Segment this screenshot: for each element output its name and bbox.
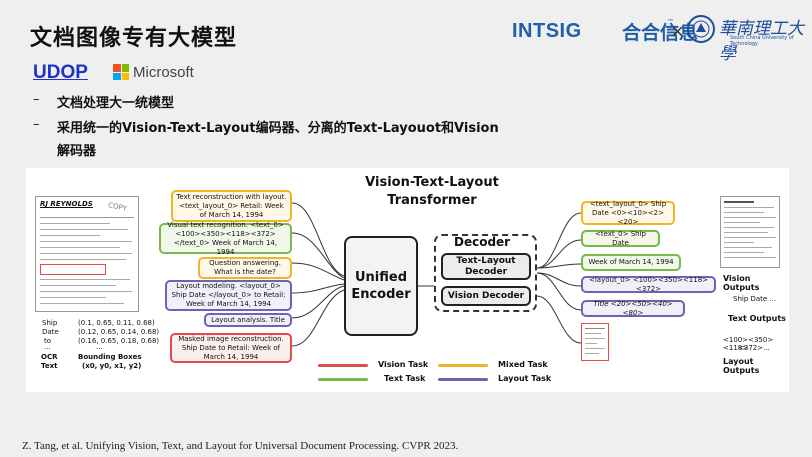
ocr-word: Ship bbox=[42, 319, 58, 327]
slide-title: 文档图像专有大模型 bbox=[30, 26, 238, 51]
output-layout-tokens: <layout_0> <100><350><118><372> bbox=[581, 276, 716, 293]
legend-vision-task: Vision Task bbox=[378, 360, 429, 369]
doc-header: RJ REYNOLDS bbox=[40, 200, 93, 208]
ocr-ellipsis: ... bbox=[96, 343, 103, 351]
decoder-group bbox=[434, 234, 537, 312]
ship-date-output: Ship Date ... bbox=[733, 295, 777, 303]
legend-layout-task: Layout Task bbox=[498, 374, 552, 383]
input-task-layout-analysis: Layout analysis. Title bbox=[204, 313, 292, 327]
vision-output-document bbox=[720, 196, 780, 268]
intsig-logo-cn: 合合信息 bbox=[622, 22, 699, 44]
layout-output-tokens: <100><350><118> bbox=[723, 336, 774, 352]
legend-text-task: Text Task bbox=[384, 374, 426, 383]
ocr-box: (0.12, 0.65, 0.14, 0.68) bbox=[78, 328, 160, 336]
layout-outputs-label: Layout Outputs bbox=[723, 357, 760, 375]
model-name-udop[interactable]: UDOP bbox=[33, 62, 88, 83]
input-task-masked-image-reconstruction: Masked image reconstruction. Ship Date t… bbox=[170, 333, 292, 363]
legend-swatch-text bbox=[318, 378, 368, 381]
citation: Z. Tang, et al. Unifying Vision, Text, a… bbox=[22, 440, 459, 452]
input-document-image: RJ REYNOLDS COPY bbox=[35, 196, 139, 312]
ocr-word: to bbox=[44, 337, 52, 345]
ocr-word: Date bbox=[42, 328, 59, 336]
input-task-layout-modeling: Layout modeling. <layout_0> Ship Date </… bbox=[165, 280, 292, 311]
scut-name-cn: 華南理工大學 bbox=[719, 19, 804, 64]
connector-lines bbox=[291, 202, 582, 347]
ocr-text-label-2: Text bbox=[41, 362, 58, 370]
bullet-dash: – bbox=[33, 117, 40, 132]
ocr-text-label: OCR bbox=[41, 353, 58, 361]
decoder-title: Decoder bbox=[454, 235, 511, 249]
microsoft-logo-icon bbox=[113, 64, 129, 80]
output-reconstructed-image bbox=[581, 323, 609, 361]
bullet-2: 采用统一的Vision-Text-Layout编码器、分离的Text-Layou… bbox=[57, 121, 499, 136]
output-text-week: Week of March 14, 1994 bbox=[581, 254, 681, 271]
legend-mixed-task: Mixed Task bbox=[498, 360, 548, 369]
legend-swatch-layout bbox=[438, 378, 488, 381]
highlight-box bbox=[40, 264, 106, 275]
vision-outputs-label: Vision Outputs bbox=[723, 274, 760, 292]
bbox-label: Bounding Boxes bbox=[78, 353, 142, 361]
microsoft-label: Microsoft bbox=[133, 64, 194, 81]
bullet-2-cont: 解码器 bbox=[57, 144, 97, 159]
layout-output-tokens-2: <372>... bbox=[738, 344, 770, 352]
collab-times-sign: × bbox=[670, 21, 686, 42]
ocr-ellipsis: ... bbox=[44, 343, 51, 351]
bullet-1: 文档处理大一统模型 bbox=[57, 96, 175, 111]
text-outputs-label: Text Outputs bbox=[728, 314, 786, 323]
intsig-logo-text: INTSIG bbox=[512, 20, 582, 42]
doc-copy-stamp: COPY bbox=[107, 201, 128, 213]
udop-architecture-figure: RJ REYNOLDS COPY Ship (0.1, 0.65, 0.11, … bbox=[26, 168, 789, 392]
scut-seal-icon bbox=[687, 15, 715, 43]
output-text-ship-date: <text_0> Ship Date bbox=[581, 230, 660, 247]
legend-swatch-mixed bbox=[438, 364, 488, 367]
ocr-box: (0.1, 0.65, 0.11, 0.68) bbox=[78, 319, 155, 327]
trademark-mark: ™ bbox=[667, 18, 674, 26]
output-title-layout: Title <20><50><40><80> bbox=[581, 300, 685, 317]
legend-swatch-vision bbox=[318, 364, 368, 367]
output-text-layout: <text_layout_0> Ship Date <0><10><2><20> bbox=[581, 200, 675, 226]
bullet-dash: – bbox=[33, 92, 40, 107]
input-task-question-answering: Question answering. What is the date? bbox=[198, 257, 292, 279]
ocr-box: (0.16, 0.65, 0.18, 0.68) bbox=[78, 337, 160, 345]
scut-name-en: South China University of Technology bbox=[730, 35, 794, 47]
input-task-visual-text-recognition: Visual text recognition. <text_0> <100><… bbox=[159, 221, 292, 256]
input-task-text-reconstruction: Text reconstruction with layout. <text_l… bbox=[171, 190, 292, 222]
figure-title: Vision-Text-Layout Transformer bbox=[365, 175, 499, 208]
vision-decoder: Vision Decoder bbox=[441, 286, 531, 306]
bbox-label-2: (x0, y0, x1, y2) bbox=[82, 362, 142, 370]
